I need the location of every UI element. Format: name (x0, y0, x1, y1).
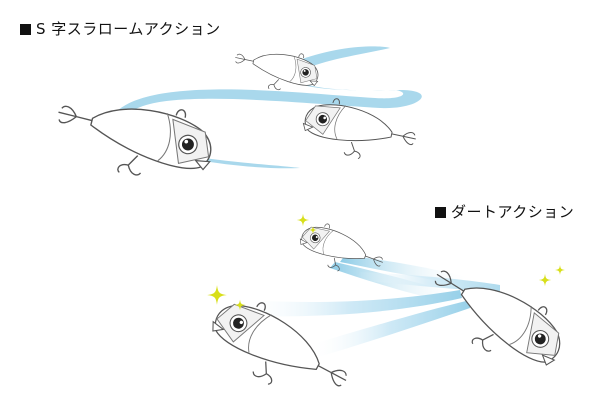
s-slalom-action-heading: S 字スラロームアクション (20, 18, 221, 39)
s-slalom-action-label: S 字スラロームアクション (36, 20, 221, 38)
sparkle-icon (538, 273, 552, 287)
sparkle-icon (555, 265, 565, 275)
dart-action-heading: ダートアクション (435, 201, 574, 222)
dart-action-label: ダートアクション (451, 203, 575, 221)
bullet-square-icon (20, 24, 31, 35)
dart-water-trail (310, 300, 470, 358)
dart-water-trail (355, 272, 500, 292)
sparkle-icon (296, 213, 310, 227)
lure-fish-icon (230, 40, 323, 99)
bullet-square-icon (435, 207, 446, 218)
sparkle-icon (207, 285, 227, 305)
dart-water-trail (240, 290, 462, 317)
